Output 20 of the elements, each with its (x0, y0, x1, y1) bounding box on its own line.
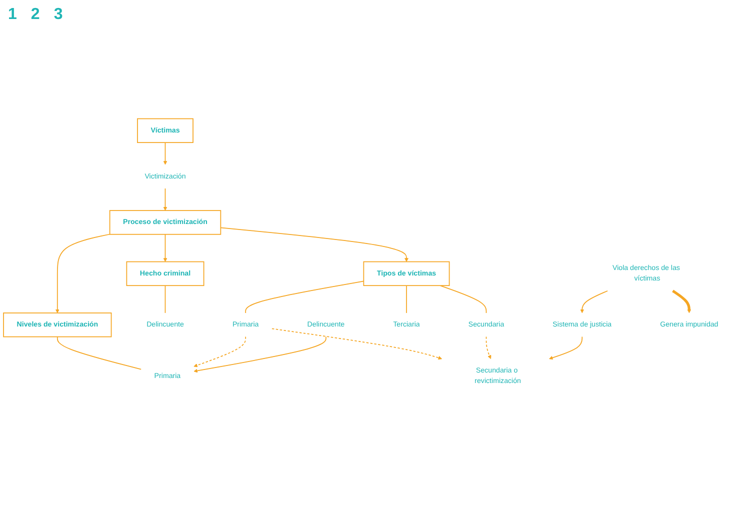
connector (440, 285, 487, 314)
step-number: 2 (30, 6, 40, 24)
arrow (672, 290, 692, 314)
connector (164, 285, 166, 314)
connector (245, 280, 364, 314)
arrow (163, 234, 168, 262)
connector (406, 285, 407, 314)
connector (56, 336, 142, 370)
arrow (486, 336, 492, 360)
arrow (163, 188, 168, 211)
step-number: 1 (8, 6, 17, 24)
arrow (163, 142, 168, 165)
arrow (194, 336, 246, 368)
arrow (55, 234, 110, 314)
arrow (220, 227, 408, 262)
arrow (272, 328, 442, 360)
arrow (580, 290, 608, 314)
arrow (194, 336, 326, 373)
step-number: 3 (54, 6, 63, 24)
arrow (549, 336, 583, 360)
